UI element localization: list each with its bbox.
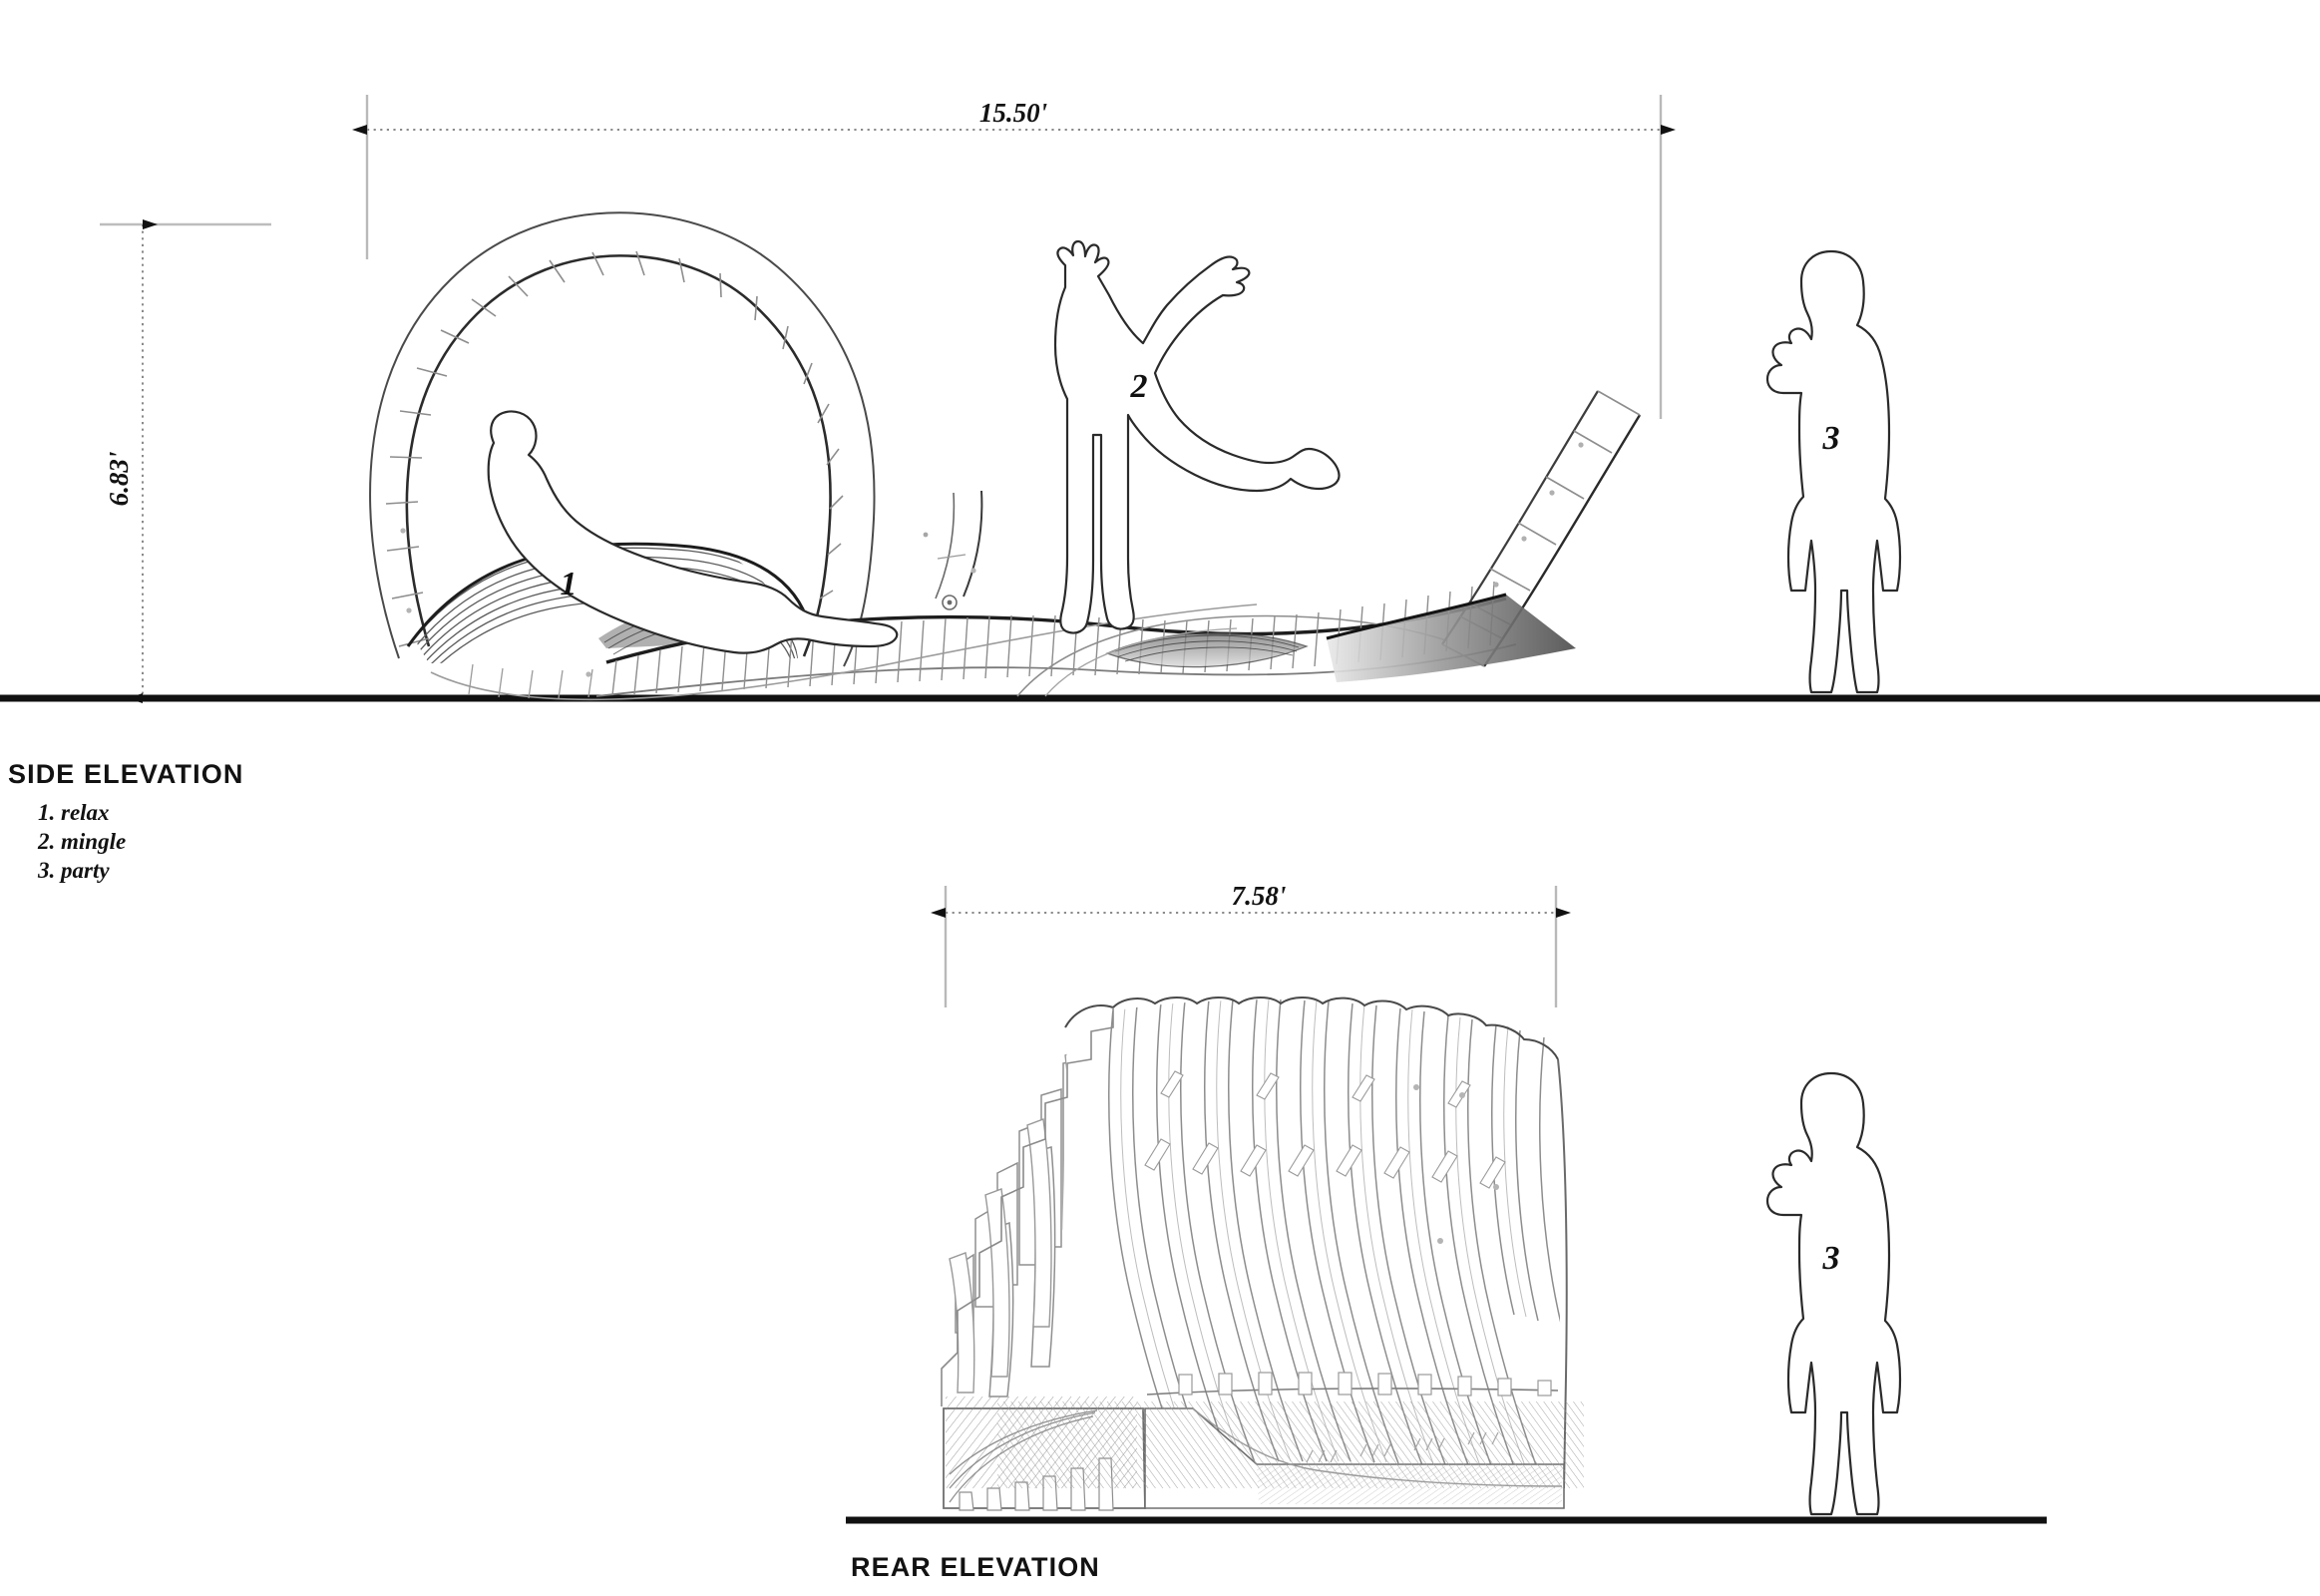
rear-base-right-tabs — [1306, 1431, 1499, 1463]
dim-width-rear-label: 7.58' — [1232, 881, 1287, 911]
dim-height-side-label: 6.83' — [104, 452, 134, 507]
tail-fastener-dots — [1493, 442, 1584, 588]
figure-2-silhouette — [1053, 239, 1341, 634]
dim-width-side-label: 15.50' — [979, 98, 1047, 128]
side-elevation-group: 15.50' 6.83' — [0, 95, 2320, 883]
figure-1-number: 1 — [561, 566, 578, 602]
deck-lens-lines — [1114, 634, 1300, 662]
tail-edge-shade-outline — [1326, 593, 1507, 640]
tail-edge-shade-band — [1327, 595, 1576, 682]
loop-fastener-dots — [400, 528, 976, 677]
figure-1-relax: 1 — [487, 410, 899, 654]
side-legend-item-1: 1. relax — [38, 800, 110, 825]
deck-under-web-2 — [1044, 627, 1238, 697]
side-legend-item-3: 3. party — [37, 858, 110, 883]
figure-3-silhouette-side — [1765, 249, 1902, 694]
rear-mid-shelf — [1146, 1372, 1559, 1396]
loop-outer-edge — [369, 211, 876, 667]
figure-2-number: 2 — [1130, 368, 1148, 405]
loop-inner-edge — [405, 254, 832, 657]
lower-band-ribs — [468, 663, 593, 699]
loop-band-ribs — [385, 250, 844, 647]
figure-3-silhouette-rear — [1765, 1071, 1902, 1516]
pavilion-side-structure — [369, 211, 1642, 701]
figure-2-mingle: 2 — [1053, 239, 1341, 634]
figure-3-party-rear: 3 — [1765, 1071, 1902, 1516]
connector-detail — [923, 490, 983, 610]
deck-lens-opening — [1105, 631, 1309, 668]
figure-3-party-side: 3 — [1765, 249, 1902, 694]
rear-lower-shade — [1257, 1466, 1562, 1504]
rear-elevation-group: 7.58' — [846, 881, 2047, 1582]
rear-top-scallop — [1064, 997, 1559, 1060]
figure-3-number-rear: 3 — [1822, 1240, 1840, 1277]
seat-leading-edge — [406, 542, 814, 647]
rear-right-edge — [1557, 1058, 1568, 1489]
figure-3-number-side: 3 — [1822, 420, 1840, 457]
side-elevation-caption: SIDE ELEVATION — [8, 759, 243, 789]
side-legend-item-2: 2. mingle — [37, 829, 126, 854]
rear-elevation-caption: REAR ELEVATION — [851, 1552, 1100, 1582]
lower-band-outer — [430, 603, 1258, 701]
rear-left-step-outline — [941, 1007, 1114, 1406]
figure-1-silhouette — [487, 410, 899, 654]
pavilion-rear-structure — [941, 997, 1584, 1511]
